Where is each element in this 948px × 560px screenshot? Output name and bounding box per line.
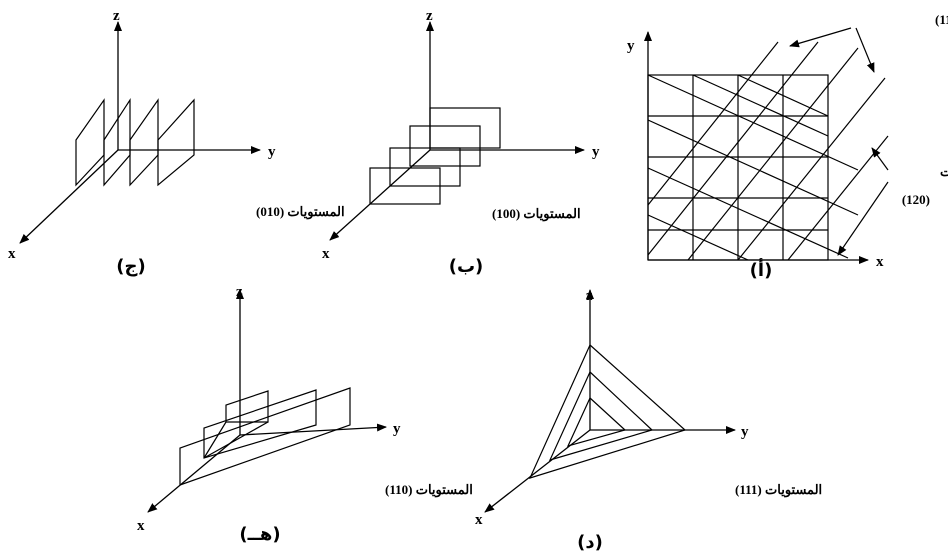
plane-120-line [692, 74, 829, 137]
panel-e: z y x المستويات (110) (هــ) [137, 284, 473, 545]
panel-c-label: (ج) [116, 256, 145, 277]
planes-111-label: المستويات (111) [735, 482, 822, 498]
x-axis-label: x [137, 518, 145, 534]
plane-110-line [737, 77, 886, 261]
panel-a-grid [647, 74, 829, 261]
plane-100 [409, 125, 481, 167]
plane-100 [369, 167, 441, 205]
pointer-arrow [789, 27, 852, 48]
planes-010-label: المستويات (010) [256, 204, 345, 220]
plane-120-line [647, 119, 859, 216]
plane-010 [75, 98, 105, 187]
pointer-arrow [855, 27, 875, 73]
plane-100 [429, 107, 501, 149]
panel-d-label: (د) [577, 532, 603, 553]
pointer-arrow [837, 181, 889, 256]
plane-010 [129, 98, 159, 187]
z-axis-label: z [113, 8, 120, 24]
plane-120-line [647, 167, 849, 259]
y-axis-label: y [268, 144, 276, 160]
panel-a: y x المستويات (110) المستويات (120) (أ) [627, 12, 948, 281]
plane-110-edge [203, 421, 227, 459]
y-axis-label: y [741, 424, 749, 440]
x-axis-label: x [876, 254, 884, 270]
planes-100-label: المستويات (100) [492, 206, 581, 222]
panel-c: z y x المستويات (010) (ج) [8, 8, 345, 277]
y-axis-label: y [393, 421, 401, 437]
planes-120-index: (120) [902, 192, 930, 207]
plane-120-line [647, 74, 859, 171]
planes-120-lines [647, 74, 859, 261]
plane-010 [103, 97, 131, 187]
x-axis-label: x [475, 512, 483, 528]
pointer-arrow [871, 147, 889, 171]
y-axis-label: y [627, 38, 635, 54]
plane-110-3d [203, 389, 317, 459]
plane-100 [389, 147, 461, 187]
x-axis [484, 429, 591, 513]
plane-010 [157, 98, 195, 187]
plane-110-line [647, 41, 779, 206]
plane-110-line [687, 47, 859, 261]
plane-110-line [647, 41, 819, 256]
planes-120-label: المستويات [940, 164, 948, 180]
panel-b: z y x المستويات (100) (ب) [322, 8, 600, 277]
panel-a-label: (أ) [750, 258, 773, 281]
x-axis-label: x [8, 246, 16, 262]
plane-111 [548, 370, 654, 461]
panel-d: z y x المستويات (111) (د) [475, 288, 822, 553]
y-axis [239, 423, 387, 436]
x-axis-label: x [322, 246, 330, 262]
planes-110-label: المستويات (110) [935, 12, 948, 28]
plane-110-3d [179, 387, 351, 486]
panel-b-label: (ب) [449, 256, 484, 277]
plane-110-3d [225, 390, 269, 423]
x-axis [147, 434, 241, 513]
x-axis [19, 149, 119, 244]
panel-e-label: (هــ) [239, 524, 280, 545]
plane-111 [528, 344, 687, 479]
planes-110-3d-label: المستويات (110) [385, 482, 473, 498]
plane-120-line [647, 214, 749, 261]
plane-120-line [737, 74, 829, 117]
plane-110-edge [203, 421, 269, 459]
z-axis-label: z [426, 8, 433, 24]
plane-110-line [787, 135, 889, 261]
y-axis-label: y [592, 144, 600, 160]
z-axis-label: z [236, 284, 243, 300]
plane-111 [566, 397, 627, 447]
z-axis-label: z [586, 288, 593, 304]
x-axis [329, 149, 431, 241]
